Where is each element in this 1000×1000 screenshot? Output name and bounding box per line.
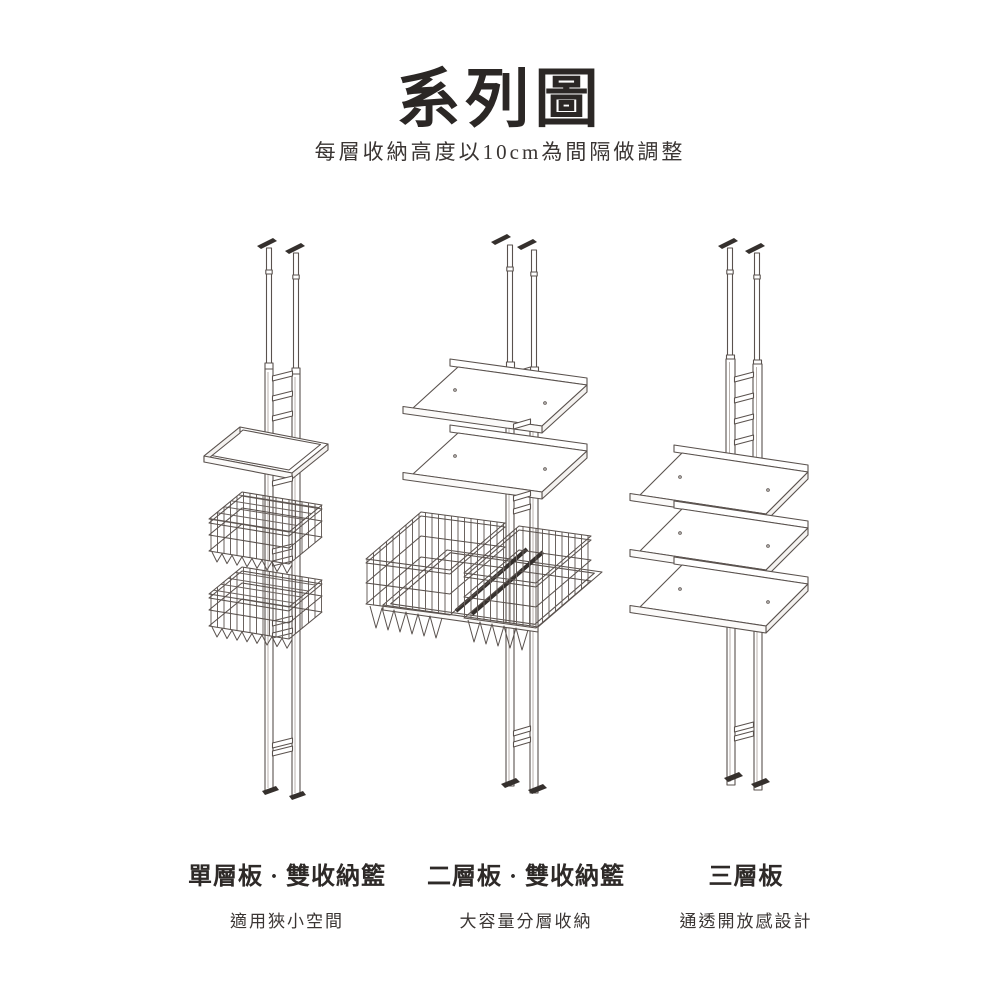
ceiling-cap xyxy=(285,243,305,254)
bracket-rung xyxy=(512,503,532,515)
pole-upper xyxy=(292,252,300,373)
product-name: 單層板 · 雙收納籃 xyxy=(187,864,386,890)
product-label-single-shelf: 單層板 · 雙收納籃 適用狹小空間 xyxy=(137,856,437,932)
page-subtitle: 每層收納高度以10cm為間隔做調整 xyxy=(314,140,686,164)
illustration-three-shelves xyxy=(629,238,809,791)
bottom-crossbar xyxy=(271,737,294,749)
wire-basket-large xyxy=(463,525,592,651)
ceiling-cap xyxy=(491,234,511,245)
bottom-crossbar xyxy=(733,730,755,742)
shelf-board xyxy=(402,358,588,434)
page-title: 系列圖 xyxy=(396,64,604,135)
pole-upper xyxy=(506,244,514,367)
shelf-board xyxy=(402,424,588,500)
pole-upper xyxy=(265,247,273,368)
wire-basket xyxy=(208,491,323,574)
bottom-crossbar xyxy=(512,725,532,737)
wire-basket-large xyxy=(365,511,506,639)
product-name: 三層板 xyxy=(708,864,784,890)
pole-upper xyxy=(753,252,761,364)
pole-upper xyxy=(726,247,734,359)
ladder-rung xyxy=(733,392,755,404)
product-description: 適用狹小空間 xyxy=(230,912,344,931)
ceiling-cap xyxy=(745,243,765,254)
ladder-rung xyxy=(733,413,755,425)
floor-foot xyxy=(262,786,279,795)
product-label-three-shelves: 三層板 通透開放感設計 xyxy=(596,856,896,932)
ladder-rail xyxy=(752,363,763,463)
floor-foot xyxy=(724,772,743,782)
floor-foot xyxy=(528,784,547,794)
product-description: 大容量分層收納 xyxy=(459,912,593,931)
illustration-two-shelves-two-baskets xyxy=(365,234,603,794)
ladder-rail xyxy=(725,358,736,458)
ceiling-cap xyxy=(257,238,277,249)
bottom-crossbar xyxy=(512,736,532,748)
wire-basket xyxy=(208,566,323,649)
bracket-rung xyxy=(512,490,532,502)
bracket-rung xyxy=(512,418,532,430)
floor-foot xyxy=(501,778,520,788)
ceiling-cap xyxy=(718,238,738,249)
ceiling-cap xyxy=(517,239,537,250)
ladder-rung xyxy=(733,371,755,383)
ladder-rung xyxy=(733,434,755,446)
shelf-board xyxy=(629,556,809,634)
floor-foot xyxy=(751,778,770,788)
illustration-single-shelf-two-baskets xyxy=(203,238,329,800)
pole-upper xyxy=(530,249,538,372)
bottom-crossbar xyxy=(733,721,755,733)
shelf-board xyxy=(629,500,809,578)
bracket-rung xyxy=(271,475,294,487)
bottom-crossbar xyxy=(271,745,294,757)
ladder-rung xyxy=(271,390,294,402)
tray-shelf xyxy=(203,426,329,480)
ladder-rung xyxy=(271,410,294,422)
product-label-two-shelves: 二層板 · 雙收納籃 大容量分層收納 xyxy=(376,856,676,932)
product-description: 通透開放感設計 xyxy=(679,912,813,931)
floor-foot xyxy=(289,791,306,800)
ladder-rung xyxy=(271,370,294,382)
product-name: 二層板 · 雙收納籃 xyxy=(426,864,625,890)
